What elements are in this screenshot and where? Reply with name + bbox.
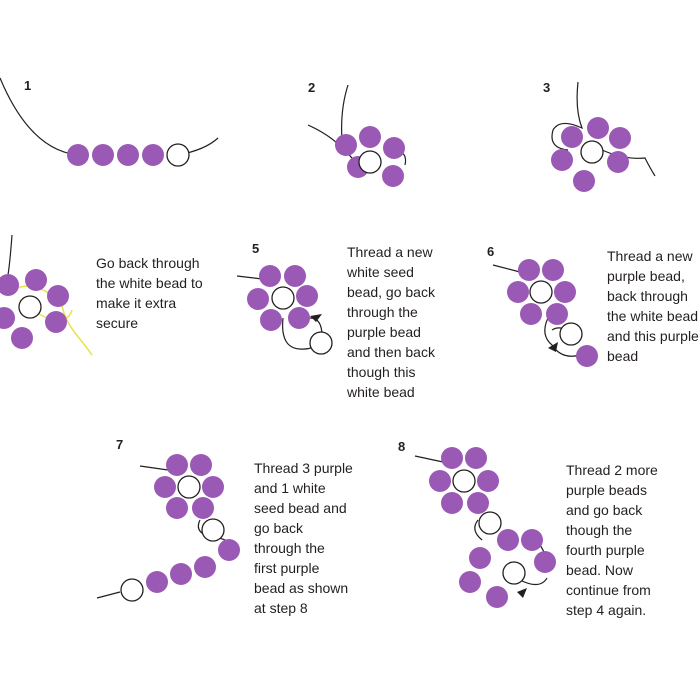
- purple-bead: [170, 563, 192, 585]
- white-bead: [559, 322, 583, 346]
- thread: [414, 455, 444, 463]
- white-bead: [177, 475, 201, 499]
- purple-bead: [486, 586, 508, 608]
- purple-bead: [11, 327, 33, 349]
- purple-bead: [551, 149, 573, 171]
- purple-bead: [0, 274, 19, 296]
- arrow-icon: [548, 342, 558, 352]
- arrow-icon: [517, 588, 527, 598]
- purple-bead: [607, 151, 629, 173]
- step-number-6: 6: [487, 244, 495, 259]
- white-bead: [502, 561, 526, 585]
- purple-bead: [45, 311, 67, 333]
- purple-bead: [573, 170, 595, 192]
- white-bead: [271, 286, 295, 310]
- step-number-3: 3: [543, 80, 551, 95]
- purple-bead: [465, 447, 487, 469]
- step-number-8: 8: [398, 439, 406, 454]
- thread: [544, 317, 581, 357]
- purple-bead: [587, 117, 609, 139]
- purple-bead: [194, 556, 216, 578]
- thread: [7, 234, 13, 276]
- purple-bead: [166, 497, 188, 519]
- purple-bead: [117, 144, 139, 166]
- purple-bead: [166, 454, 188, 476]
- step-number-7: 7: [116, 437, 124, 452]
- purple-bead: [383, 137, 405, 159]
- purple-bead: [441, 447, 463, 469]
- purple-bead: [609, 127, 631, 149]
- white-bead: [358, 150, 382, 174]
- purple-bead: [284, 265, 306, 287]
- purple-bead: [429, 470, 451, 492]
- white-bead: [18, 295, 42, 319]
- purple-bead: [218, 539, 240, 561]
- purple-bead: [477, 470, 499, 492]
- purple-bead: [542, 259, 564, 281]
- thread: [0, 77, 79, 156]
- purple-bead: [576, 345, 598, 367]
- purple-bead: [497, 529, 519, 551]
- purple-bead: [467, 492, 489, 514]
- purple-bead: [521, 529, 543, 551]
- thread: [551, 81, 584, 151]
- white-bead: [120, 578, 144, 602]
- step-number-1: 1: [24, 78, 32, 93]
- step-number-2: 2: [308, 80, 316, 95]
- purple-bead: [202, 476, 224, 498]
- purple-bead: [359, 126, 381, 148]
- purple-bead: [554, 281, 576, 303]
- thread: [519, 577, 548, 586]
- purple-bead: [190, 454, 212, 476]
- step-6-instructions: Thread a new purple bead, back through t…: [607, 248, 699, 364]
- purple-bead: [546, 303, 568, 325]
- purple-bead: [518, 259, 540, 281]
- step-number-5: 5: [252, 241, 260, 256]
- step-4-instructions: Go back through the white bead to make i…: [96, 255, 203, 331]
- purple-bead: [288, 307, 310, 329]
- white-bead: [166, 143, 190, 167]
- white-bead: [201, 518, 225, 542]
- purple-bead: [146, 571, 168, 593]
- white-bead: [478, 511, 502, 535]
- white-bead: [529, 280, 553, 304]
- purple-bead: [520, 303, 542, 325]
- thread: [474, 519, 483, 541]
- step-7-instructions: Thread 3 purple and 1 white seed bead an…: [254, 460, 353, 616]
- purple-bead: [441, 492, 463, 514]
- thread: [236, 275, 263, 280]
- purple-bead: [382, 165, 404, 187]
- purple-bead: [247, 288, 269, 310]
- white-bead: [309, 331, 333, 355]
- step-5-instructions: Thread a new white seed bead, go back th…: [347, 244, 435, 400]
- purple-bead: [47, 285, 69, 307]
- white-bead: [452, 469, 476, 493]
- purple-bead: [25, 269, 47, 291]
- arrow-icon: [310, 314, 322, 322]
- purple-bead: [67, 144, 89, 166]
- thread: [492, 264, 521, 273]
- purple-bead: [469, 547, 491, 569]
- thread: [139, 465, 169, 471]
- purple-bead: [296, 285, 318, 307]
- purple-bead: [260, 309, 282, 331]
- purple-bead: [142, 144, 164, 166]
- purple-bead: [459, 571, 481, 593]
- purple-bead: [507, 281, 529, 303]
- purple-bead: [92, 144, 114, 166]
- purple-bead: [0, 307, 15, 329]
- purple-bead: [259, 265, 281, 287]
- white-bead: [580, 140, 604, 164]
- purple-bead: [154, 476, 176, 498]
- step-8-instructions: Thread 2 more purple beads and go back t…: [566, 462, 658, 618]
- purple-bead: [335, 134, 357, 156]
- purple-bead: [534, 551, 556, 573]
- purple-bead: [192, 497, 214, 519]
- purple-bead: [561, 126, 583, 148]
- thread: [96, 591, 121, 599]
